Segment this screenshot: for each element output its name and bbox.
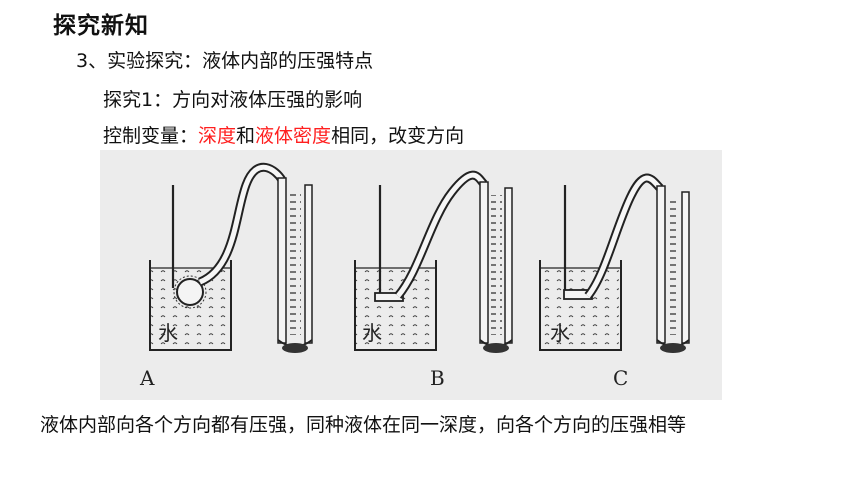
beaker-a [149,260,232,351]
control-suffix: 相同，改变方向 [331,125,465,147]
probe-a [176,278,204,306]
scale-a [290,190,301,335]
apparatus-c: C 水 [539,173,690,390]
control-and: 和 [236,125,256,147]
probe-b [374,292,404,302]
conclusion-text: 液体内部向各个方向都有压强，同种液体在同一深度，向各个方向的压强相等 [40,414,687,436]
scale-c [668,198,679,335]
water-b [356,268,434,349]
scale-b [491,195,502,335]
section-title: 探究新知 [53,13,149,39]
beaker-c [539,260,622,351]
experiment-figure: A 水 B 水 [100,150,722,400]
apparatus-drawing: A 水 B 水 [139,162,690,390]
stand-b [483,343,509,353]
water-c [541,268,619,349]
sub-heading: 探究1：方向对液体压强的影响 [103,89,363,111]
stand-a [282,343,308,353]
apparatus-a: A 水 [139,162,313,390]
stand-c [660,343,686,353]
beaker-b [354,260,437,351]
experiment-title: 3、实验探究：液体内部的压强特点 [76,50,374,72]
water-label-a: 水 [158,321,178,345]
apparatus-b: B 水 [354,170,513,390]
water-label-c: 水 [550,321,570,345]
water-label-b: 水 [362,321,382,345]
tube-a [197,162,286,287]
control-variables: 控制变量：深度和液体密度相同，改变方向 [103,121,464,148]
control-prefix: 控制变量： [103,125,199,147]
var-density: 液体密度 [255,125,332,147]
caption-a: A [139,366,155,390]
caption-b: B [430,366,445,390]
caption-c: C [613,366,628,390]
var-depth: 深度 [198,125,237,147]
